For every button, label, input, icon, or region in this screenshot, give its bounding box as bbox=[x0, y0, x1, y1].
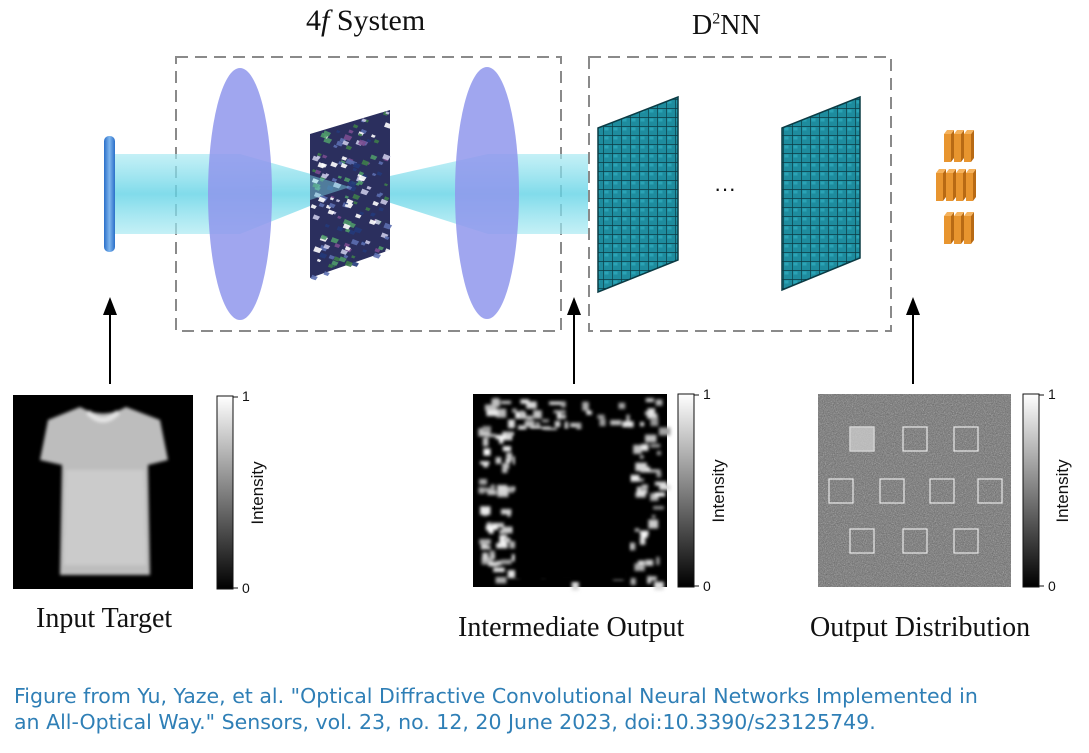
colorbar-1 bbox=[216, 395, 234, 590]
colorbar-2 bbox=[677, 393, 695, 588]
colorbar-2-max: 1 bbox=[703, 386, 711, 402]
label-intermediate-output: Intermediate Output bbox=[458, 612, 685, 643]
colorbar-1-max: 1 bbox=[242, 388, 250, 404]
lens-1-icon bbox=[208, 68, 272, 320]
label-output-distribution: Output Distribution bbox=[810, 612, 1031, 643]
title-4f-italic: f bbox=[321, 4, 330, 37]
layers-ellipsis: ··· bbox=[714, 176, 736, 201]
caption-line-1: Figure from Yu, Yaze, et al. "Optical Di… bbox=[14, 684, 978, 708]
source-plate-icon bbox=[104, 136, 115, 252]
phase-mask-icon bbox=[310, 110, 393, 281]
arrows bbox=[103, 297, 920, 384]
figure-caption: Figure from Yu, Yaze, et al. "Optical Di… bbox=[14, 683, 1074, 735]
lens-2-icon bbox=[455, 67, 519, 319]
title-4f-suffix: System bbox=[329, 4, 426, 37]
title-d2nn-suffix: NN bbox=[720, 10, 761, 41]
diffractive-layer-n-icon bbox=[781, 95, 861, 292]
colorbar-2-title: Intensity bbox=[709, 459, 728, 523]
intermediate-output-image bbox=[473, 394, 671, 591]
title-d2nn-sup: 2 bbox=[712, 10, 721, 28]
detector-array-icon bbox=[936, 130, 976, 244]
label-input-target: Input Target bbox=[36, 603, 173, 634]
input-target-image bbox=[13, 395, 193, 589]
title-d2nn-prefix: D bbox=[692, 10, 713, 41]
diffractive-layer-1-icon bbox=[597, 95, 679, 294]
title-4f-system: 4f System bbox=[306, 4, 425, 38]
colorbar-1-min: 0 bbox=[242, 580, 250, 596]
box-d2nn bbox=[588, 56, 892, 332]
colorbar-1-title: Intensity bbox=[248, 461, 267, 525]
output-distribution-image bbox=[818, 394, 1011, 587]
title-d2nn: D2NN bbox=[692, 10, 761, 42]
title-4f-prefix: 4 bbox=[306, 4, 321, 37]
colorbar-3-title: Intensity bbox=[1053, 459, 1072, 523]
colorbar-3-min: 0 bbox=[1048, 578, 1056, 594]
colorbar-3-max: 1 bbox=[1048, 386, 1056, 402]
caption-line-2: an All-Optical Way." Sensors, vol. 23, n… bbox=[14, 710, 876, 734]
colorbar-2-min: 0 bbox=[703, 578, 711, 594]
colorbar-3 bbox=[1022, 393, 1040, 588]
